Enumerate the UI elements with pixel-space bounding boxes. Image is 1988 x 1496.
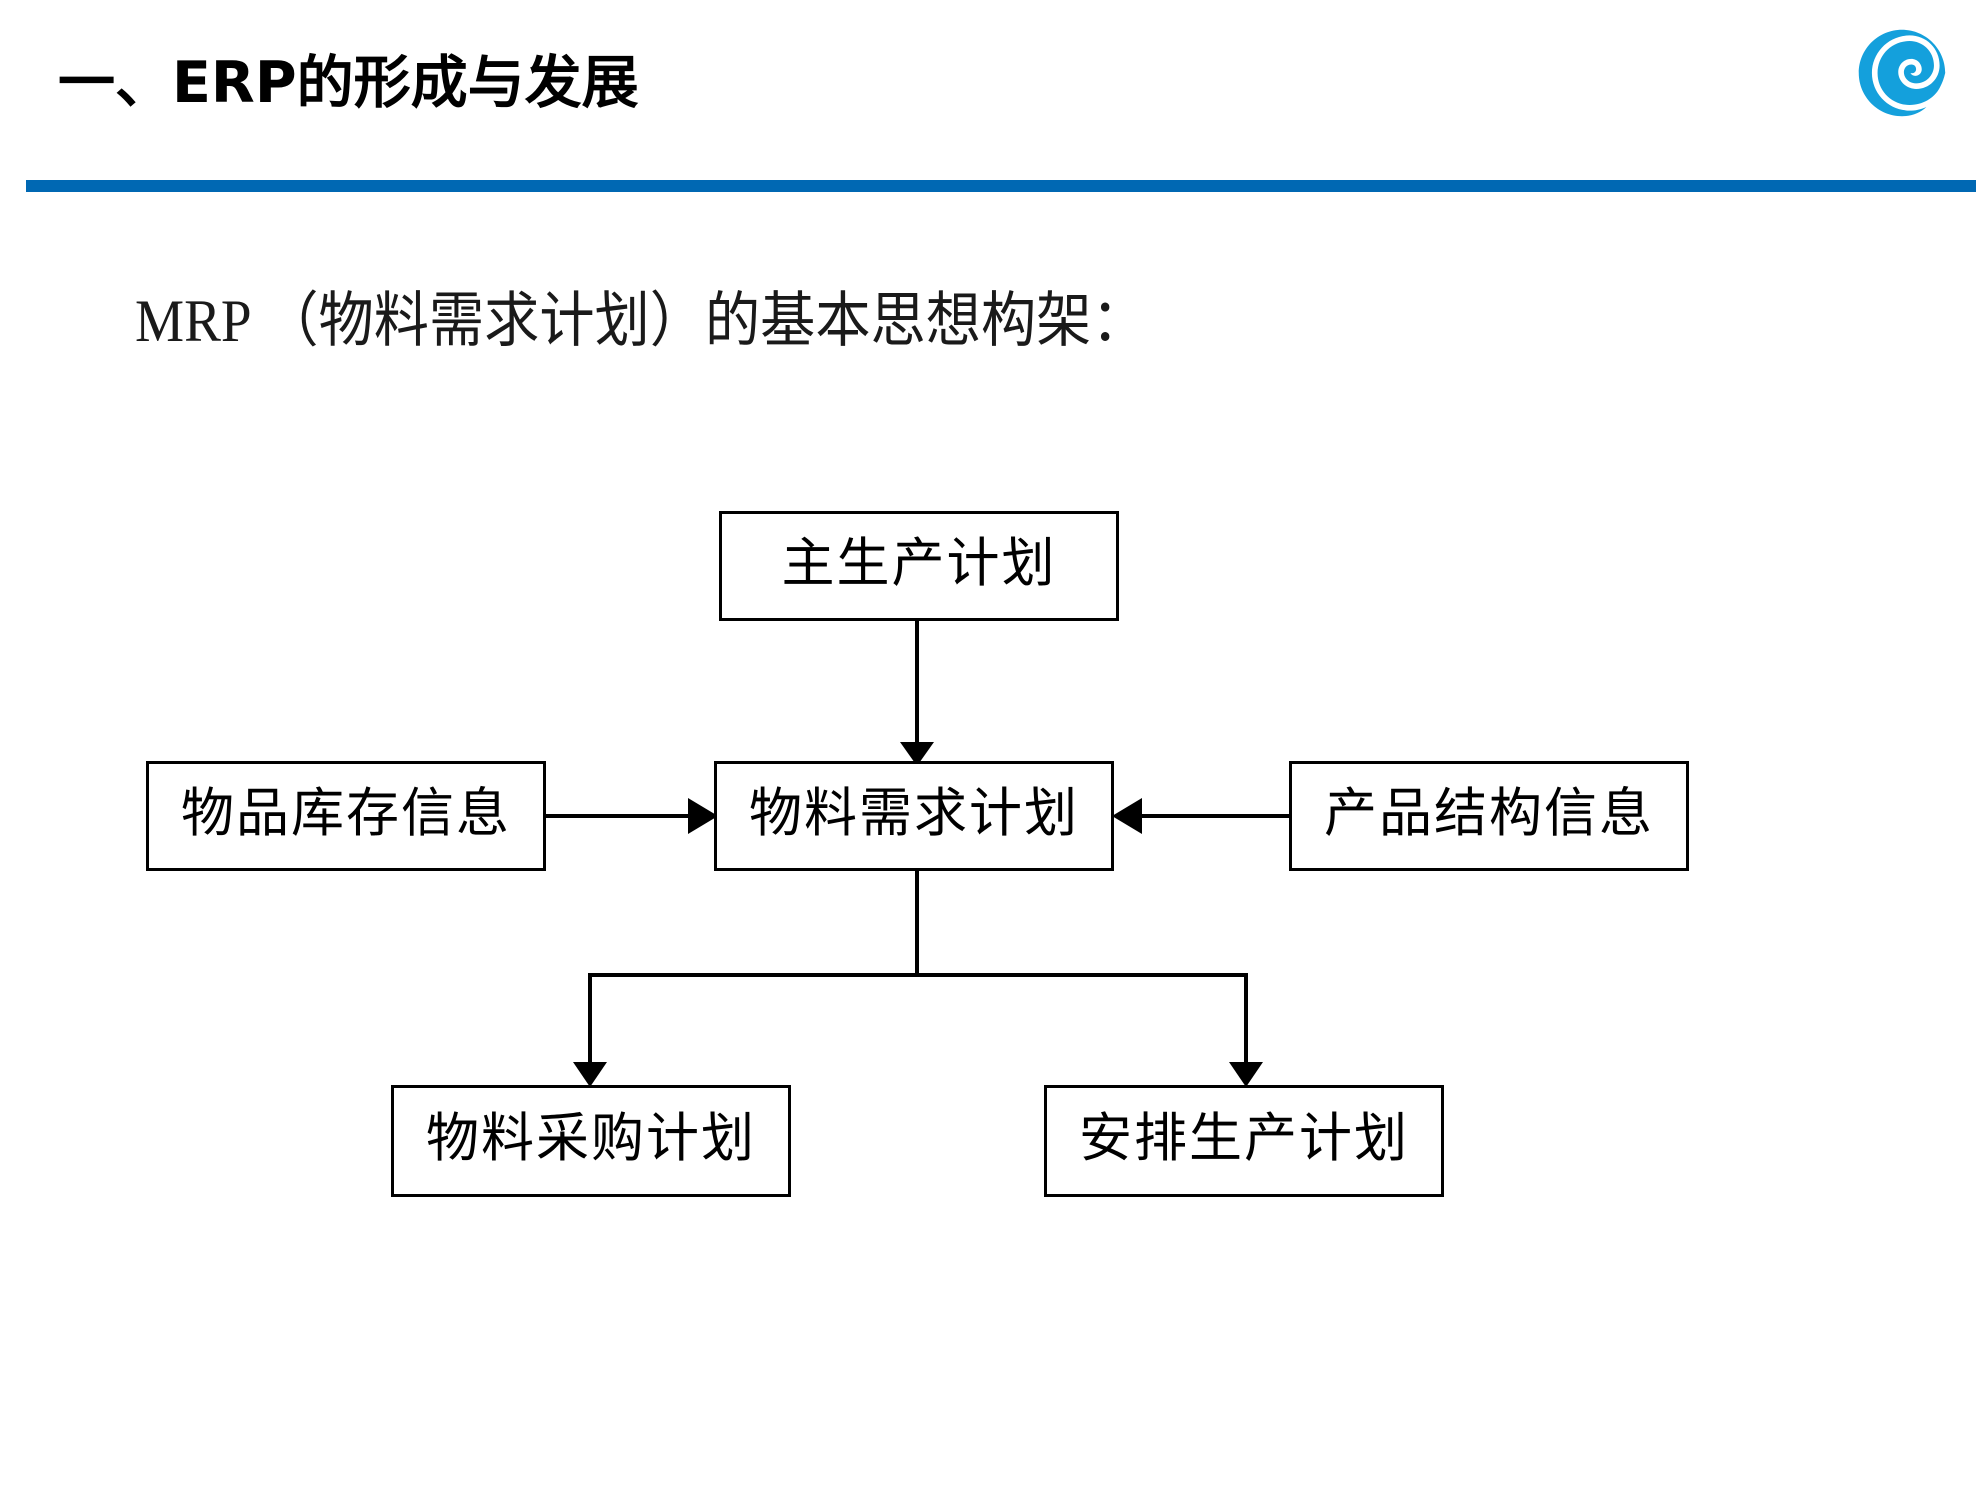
edge-inventory-to-mrp [546,798,718,834]
node-label: 主生产计划 [781,534,1057,593]
node-label: 物料需求计划 [749,784,1079,843]
edge-mrp-to-bottom-bus [588,871,1248,977]
edge-bom-to-mrp [1112,798,1289,834]
node-label: 产品结构信息 [1324,784,1654,843]
blue-spiral-logo-icon [1855,26,1949,120]
edge-bus-to-purchase [573,975,607,1087]
node-material-requirements-plan[interactable]: 物料需求计划 [714,761,1114,871]
title-divider-rule [26,180,1976,192]
node-production-schedule-plan[interactable]: 安排生产计划 [1044,1085,1444,1197]
node-label: 物品库存信息 [181,784,511,843]
node-master-production-schedule[interactable]: 主生产计划 [719,511,1119,621]
node-product-structure-information[interactable]: 产品结构信息 [1289,761,1689,871]
node-label: 安排生产计划 [1079,1109,1409,1168]
node-inventory-information[interactable]: 物品库存信息 [146,761,546,871]
subtitle-text: MRP （物料需求计划）的基本思想构架： [135,288,1147,354]
page-title: 一、ERP的形成与发展 [58,50,639,116]
edge-bus-to-production [1229,975,1263,1087]
node-label: 物料采购计划 [426,1109,756,1168]
edge-mps-to-mrp [900,621,934,766]
node-material-purchase-plan[interactable]: 物料采购计划 [391,1085,791,1197]
